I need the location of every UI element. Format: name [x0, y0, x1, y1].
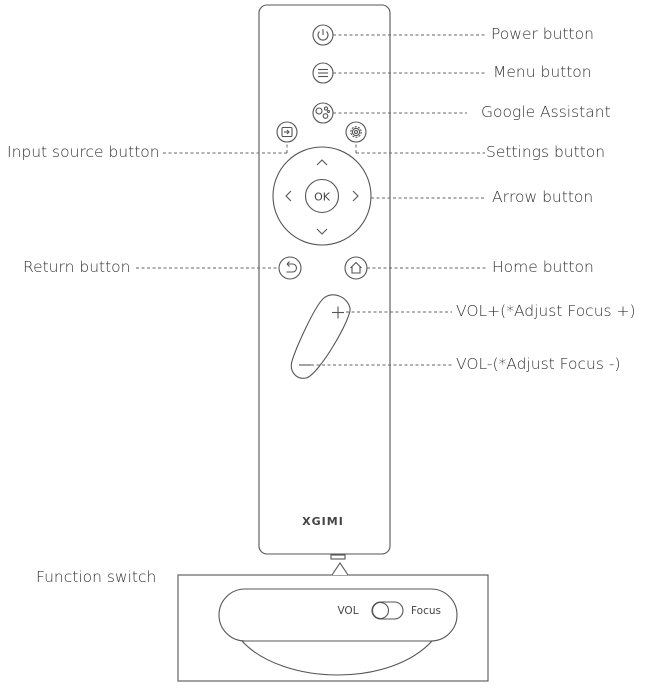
chevron-left-icon[interactable] — [285, 190, 292, 202]
label-power-button: Power button — [491, 25, 594, 43]
label-input-source-button: Input source button — [7, 143, 160, 161]
label-vol-up: VOL+(*Adjust Focus +) — [456, 302, 636, 320]
function-switch-base — [241, 640, 433, 676]
input-source-button[interactable] — [276, 121, 298, 143]
function-switch-toggle[interactable] — [371, 601, 404, 620]
label-menu-button: Menu button — [493, 63, 592, 81]
power-button[interactable] — [312, 24, 334, 46]
input-source-icon — [281, 126, 293, 138]
label-home-button: Home button — [492, 258, 594, 276]
callout-pointer — [331, 562, 349, 576]
leader-lines — [136, 34, 486, 366]
switch-vol-label: VOL — [337, 605, 358, 617]
home-button[interactable] — [344, 256, 368, 280]
function-switch-slot — [330, 554, 346, 560]
menu-button[interactable] — [312, 62, 334, 84]
return-button[interactable] — [278, 256, 302, 280]
google-assistant-icon — [315, 106, 331, 119]
arrow-pad[interactable] — [272, 146, 372, 246]
ok-label: OK — [314, 191, 331, 204]
label-arrow-button: Arrow button — [492, 188, 594, 206]
return-icon — [286, 261, 298, 273]
home-icon — [350, 261, 362, 274]
volume-rocker[interactable] — [290, 294, 351, 379]
ok-button[interactable] — [304, 178, 340, 214]
remote-body — [258, 4, 391, 555]
label-settings-button: Settings button — [486, 143, 606, 161]
label-vol-down: VOL-(*Adjust Focus -) — [456, 355, 621, 373]
chevron-up-icon[interactable] — [316, 159, 328, 166]
menu-icon — [318, 68, 328, 78]
power-icon — [317, 31, 329, 41]
function-switch-body — [218, 588, 458, 642]
plus-icon[interactable] — [332, 306, 344, 319]
chevron-right-icon[interactable] — [352, 190, 359, 202]
google-assistant-button[interactable] — [312, 102, 334, 124]
brand-logo: XGIMI — [302, 515, 344, 528]
label-return-button: Return button — [23, 258, 131, 276]
label-google-assistant: Google Assistant — [481, 103, 611, 121]
settings-gear-icon — [350, 126, 362, 138]
remote-text: OK XGIMI VOL Focus — [302, 191, 441, 618]
switch-focus-label: Focus — [411, 605, 441, 617]
settings-button[interactable] — [345, 121, 367, 143]
chevron-down-icon[interactable] — [316, 228, 328, 235]
label-function-switch: Function switch — [36, 568, 157, 586]
